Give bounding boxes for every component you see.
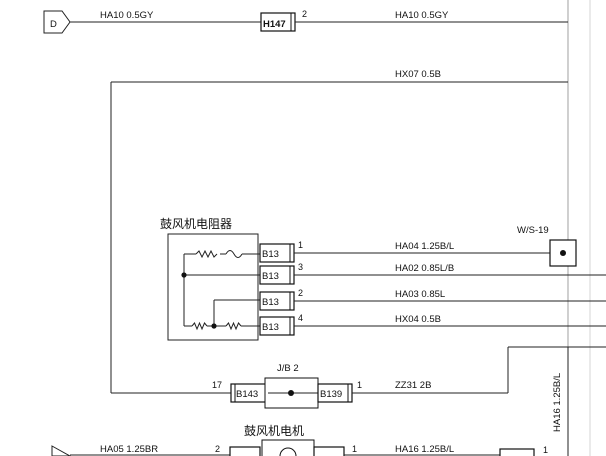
- wire-label-ha03: HA03 0.85L: [395, 289, 445, 300]
- wire-label-ha02: HA02 0.85L/B: [395, 263, 454, 274]
- pin-number-1: 1: [298, 240, 303, 250]
- wire-label-ha04: HA04 1.25B/L: [395, 241, 454, 252]
- connector-motor-left: [229, 446, 261, 456]
- thermal-fuse-symbol: [225, 250, 243, 258]
- wire-label-ha05: HA05 1.25BR: [100, 444, 158, 455]
- wire-label-ha16-bottom: HA16 1.25B/L: [395, 444, 454, 455]
- blower-resistor-title: 鼓风机电阻器: [160, 217, 232, 231]
- terminal-d-arrow: [43, 10, 71, 34]
- pin-number-2: 2: [298, 288, 303, 298]
- connector-b139-pin: 1: [357, 380, 362, 390]
- connector-motor-right: [313, 446, 345, 456]
- splice-ws19-node: [560, 250, 566, 256]
- wire-label-ha10-right: HA10 0.5GY: [395, 10, 449, 21]
- terminal-bottom-arrow: [51, 445, 72, 456]
- connector-b13-pin2-label: B13: [262, 297, 279, 308]
- connector-bottom-right: [499, 448, 535, 456]
- resistor-zigzag-top: [195, 249, 218, 259]
- wire-label-ha10-left: HA10 0.5GY: [100, 10, 154, 21]
- connector-bottom-right-pin: 1: [543, 445, 548, 455]
- connector-motor-left-pin: 2: [215, 444, 220, 454]
- junction-block-node: [288, 390, 294, 396]
- pin-number-4: 4: [298, 313, 303, 323]
- connector-b13-pin3-label: B13: [262, 271, 279, 282]
- terminal-d-label: D: [50, 19, 57, 30]
- connector-h147-label: H147: [263, 19, 286, 30]
- blower-resistor-body: [167, 233, 259, 341]
- splice-ws19-label: W/S-19: [517, 225, 549, 236]
- junction-block-label: J/B 2: [277, 363, 299, 374]
- connector-b13-pin4-label: B13: [262, 322, 279, 333]
- resistor-node-pin3: [181, 272, 187, 278]
- wire-label-hx04: HX04 0.5B: [395, 314, 441, 325]
- connector-b139-label: B139: [320, 389, 342, 400]
- blower-motor-symbol: [279, 447, 297, 456]
- wire-label-hx07: HX07 0.5B: [395, 69, 441, 80]
- wire-label-ha16-vertical: HA16 1.25B/L: [552, 373, 563, 432]
- resistor-zigzag-low-left: [191, 321, 208, 331]
- connector-b143-label: B143: [236, 389, 258, 400]
- connector-motor-right-pin: 1: [352, 444, 357, 454]
- wire-label-zz31: ZZ31 2B: [395, 380, 431, 391]
- resistor-node-pin2: [211, 323, 217, 329]
- blower-motor-title: 鼓风机电机: [244, 424, 304, 438]
- connector-b143-pin: 17: [212, 380, 222, 390]
- connector-b13-pin1-label: B13: [262, 249, 279, 260]
- pin-number-3: 3: [298, 262, 303, 272]
- connector-h147-pin: 2: [302, 9, 307, 19]
- resistor-zigzag-low-right: [225, 321, 242, 331]
